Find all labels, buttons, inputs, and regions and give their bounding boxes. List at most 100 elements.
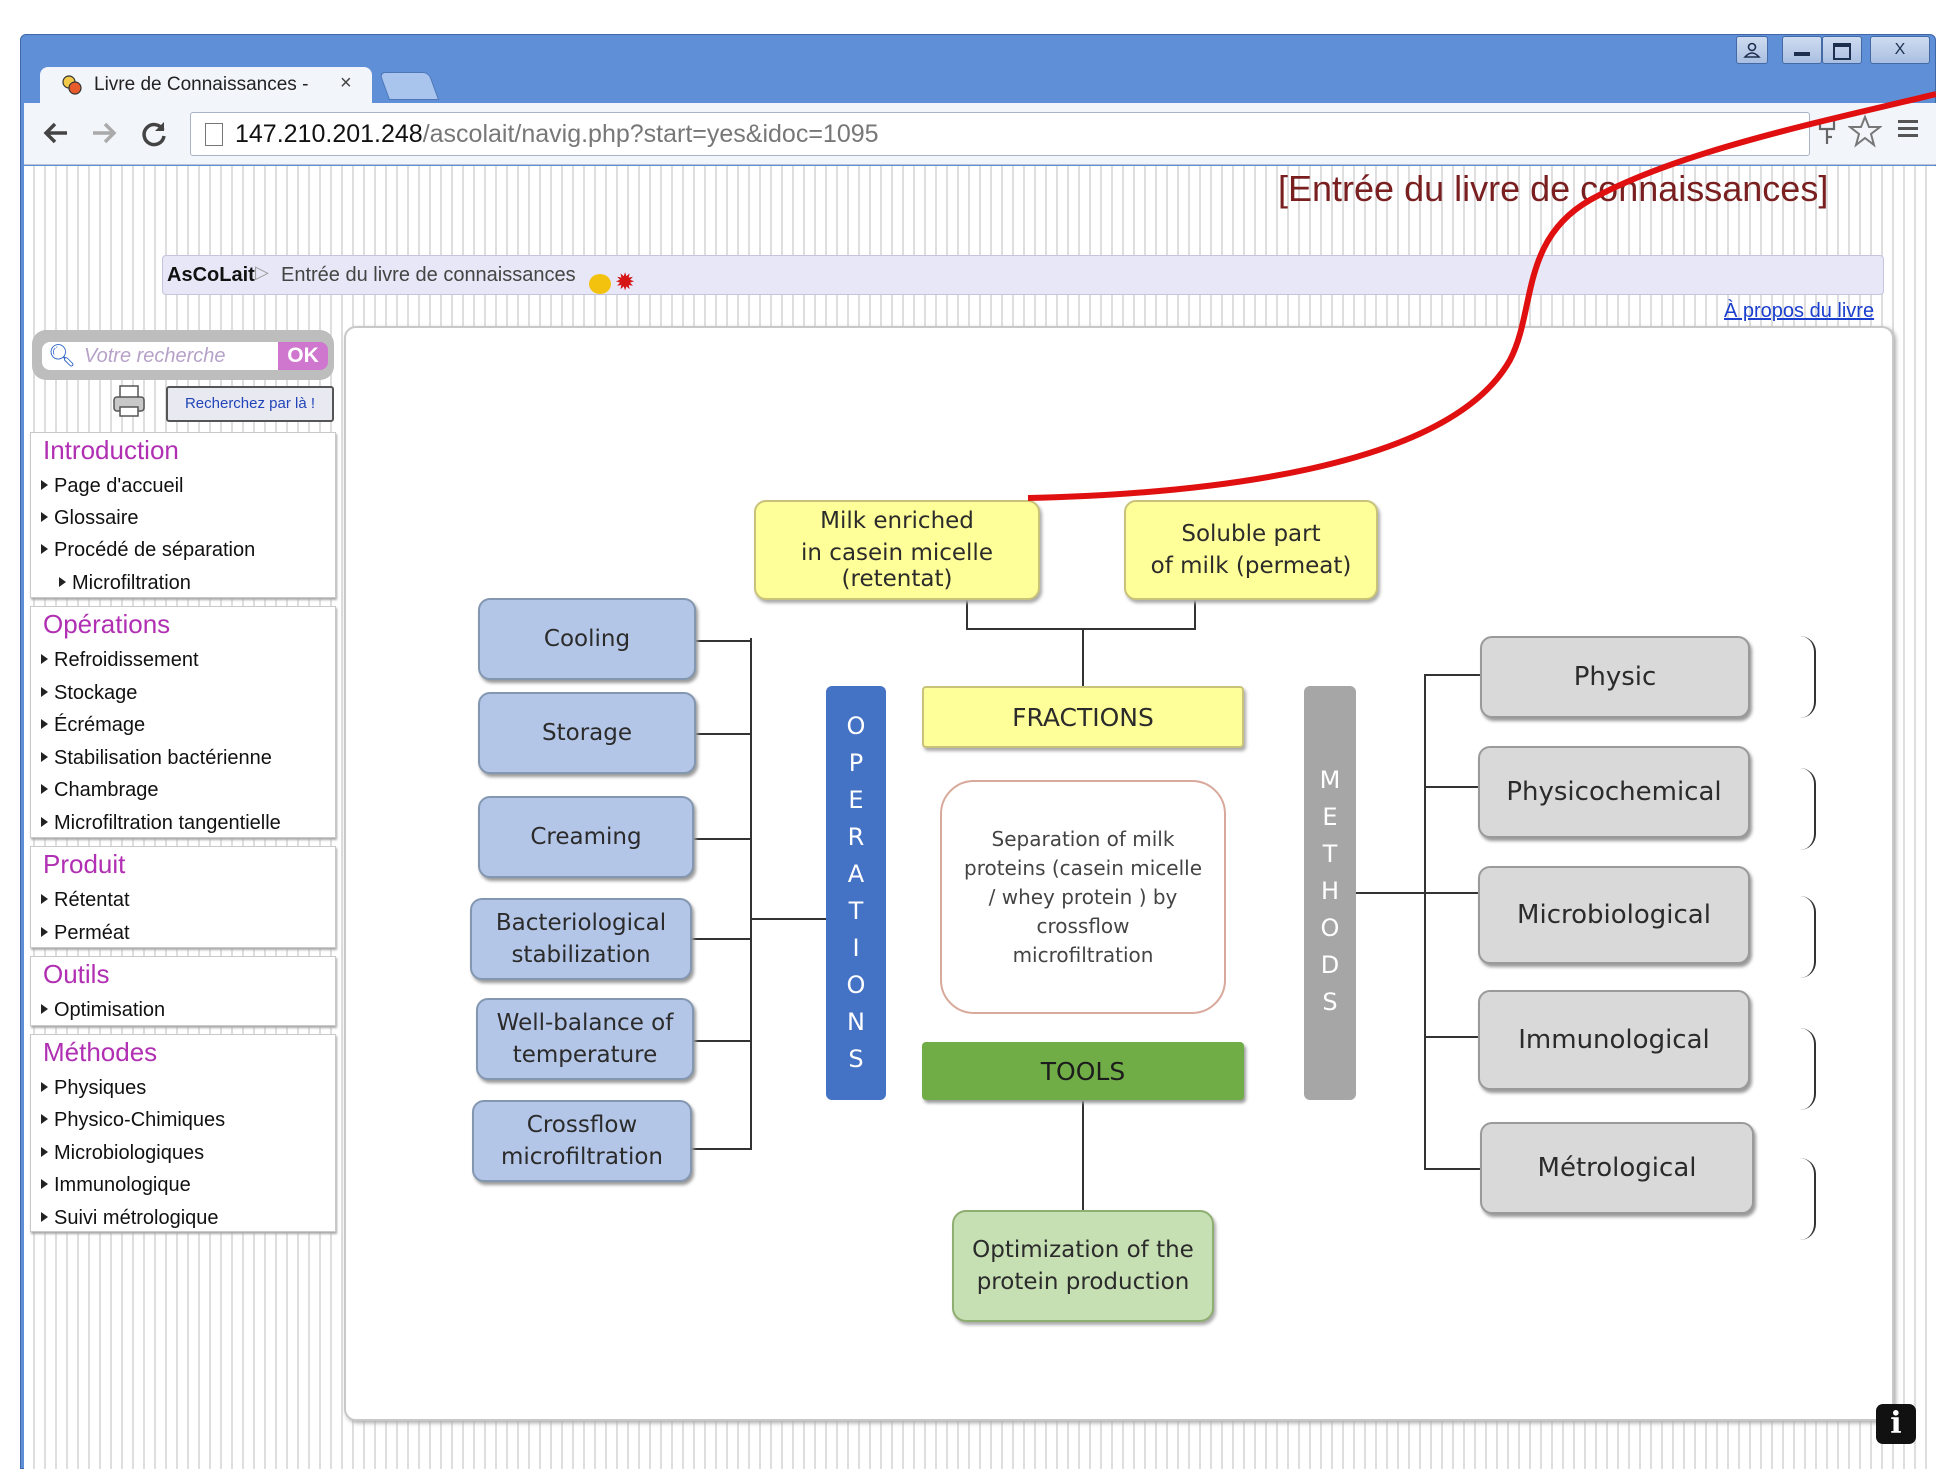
operation-box-cooling[interactable]: Cooling (478, 598, 696, 680)
nav-item[interactable]: Immunologique (41, 1174, 191, 1197)
connector-line (694, 733, 752, 735)
heart-icon[interactable] (589, 274, 611, 294)
nav-item[interactable]: Stockage (41, 682, 137, 705)
connector-line (1424, 1036, 1480, 1038)
breadcrumb-current: Entrée du livre de connaissances (281, 264, 576, 286)
connector-line (750, 638, 752, 1150)
connector-line (694, 640, 752, 642)
close-window-button[interactable]: X (1870, 36, 1930, 64)
connector-line (690, 938, 752, 940)
bracket-mark (1800, 768, 1816, 850)
connector-line (966, 598, 968, 630)
connector-line (694, 1040, 752, 1042)
favicon-icon (62, 75, 82, 95)
bracket-mark (1800, 1028, 1816, 1110)
search-widget: 🔍︎ Votre recherche OK (32, 330, 334, 380)
forward-button[interactable] (84, 112, 124, 154)
nav-item[interactable]: Optimisation (41, 999, 165, 1022)
bracket-mark (1800, 1158, 1816, 1240)
nav-item[interactable]: Microfiltration tangentielle (41, 812, 281, 835)
nav-item[interactable]: Chambrage (41, 779, 159, 802)
nav-item[interactable]: Page d'accueil (41, 475, 183, 498)
tab-title: Livre de Connaissances - (94, 74, 309, 95)
nav-section-title[interactable]: Méthodes (43, 1037, 158, 1067)
connector-line (1356, 892, 1426, 894)
nav-item[interactable]: Écrémage (41, 714, 145, 737)
breadcrumb-root[interactable]: AsCoLait (167, 264, 255, 286)
nav-item[interactable]: Glossaire (41, 507, 138, 530)
close-icon: X (1894, 41, 1906, 58)
connector-line (1424, 892, 1480, 894)
connector-line (694, 838, 752, 840)
printer-icon[interactable] (112, 384, 146, 418)
minimize-icon[interactable] (1782, 36, 1822, 64)
connector-line (1424, 786, 1480, 788)
maximize-icon[interactable] (1822, 36, 1862, 64)
reload-button[interactable] (134, 112, 174, 154)
connector-line (1424, 674, 1426, 1170)
nav-section-title[interactable]: Produit (43, 849, 126, 879)
breadcrumb-separator-icon: ▷ (255, 262, 269, 282)
url-path: /ascolait/navig.php?start=yes&idoc=1095 (422, 120, 879, 148)
connector-line (1424, 674, 1480, 676)
method-box-metrological[interactable]: Métrological (1480, 1122, 1754, 1214)
search-input[interactable]: 🔍︎ Votre recherche OK (42, 342, 328, 370)
nav-item[interactable]: Microbiologiques (41, 1142, 204, 1165)
user-icon[interactable] (1736, 36, 1768, 64)
advanced-search-button[interactable]: Recherchez par là ! (166, 386, 334, 422)
nav-item[interactable]: Procédé de séparation (41, 539, 255, 562)
nav-item[interactable]: Stabilisation bactérienne (41, 747, 272, 770)
url-host: 147.210.201.248 (235, 120, 423, 148)
connector-line (690, 1148, 752, 1150)
nav-item[interactable]: Physico-Chimiques (41, 1109, 225, 1132)
nav-item[interactable]: Physiques (41, 1077, 146, 1100)
back-button[interactable] (36, 112, 76, 154)
method-box-microbiological[interactable]: Microbiological (1478, 866, 1750, 964)
search-icon: 🔍︎ (48, 343, 76, 368)
nav-item[interactable]: Rétentat (41, 889, 130, 912)
operation-box-creaming[interactable]: Creaming (478, 796, 694, 878)
method-box-immunological[interactable]: Immunological (1478, 990, 1750, 1090)
connector-line (1424, 1168, 1480, 1170)
info-icon[interactable]: i (1876, 1404, 1916, 1444)
center-description-box: Separation of milk proteins (casein mice… (940, 780, 1226, 1014)
nav-section-methodes: Méthodes Physiques Physico-Chimiques Mic… (30, 1034, 336, 1232)
connector-line (1082, 1098, 1084, 1212)
nav-section-introduction: Introduction Page d'accueil Glossaire Pr… (30, 432, 336, 598)
connector-line (1082, 628, 1084, 688)
browser-tab[interactable]: Livre de Connaissances - × (40, 67, 372, 103)
bracket-mark (1800, 896, 1816, 978)
connector-line (1194, 598, 1196, 630)
search-placeholder: Votre recherche (84, 345, 226, 367)
fractions-box[interactable]: FRACTIONS (922, 686, 1244, 748)
nav-item[interactable]: Suivi métrologique (41, 1207, 219, 1230)
connector-line (750, 918, 828, 920)
nav-section-outils: Outils Optimisation (30, 956, 336, 1026)
nav-section-title[interactable]: Introduction (43, 435, 179, 465)
method-box-physicochemical[interactable]: Physicochemical (1478, 746, 1750, 838)
nav-section-operations: Opérations Refroidissement Stockage Écré… (30, 606, 336, 838)
nav-section-title[interactable]: Outils (43, 959, 110, 989)
nav-section-title[interactable]: Opérations (43, 609, 171, 639)
nav-item[interactable]: Refroidissement (41, 649, 199, 672)
bracket-mark (1800, 636, 1816, 718)
nav-subitem[interactable]: Microfiltration (59, 572, 191, 595)
method-box-physic[interactable]: Physic (1480, 636, 1750, 718)
search-ok-button[interactable]: OK (278, 342, 328, 370)
nav-item[interactable]: Perméat (41, 922, 130, 945)
tab-close-icon[interactable]: × (340, 72, 352, 94)
operation-box-storage[interactable]: Storage (478, 692, 696, 774)
connector-line (966, 628, 1196, 630)
gear-icon[interactable]: ✹ (615, 269, 636, 296)
tools-box[interactable]: TOOLS (922, 1042, 1244, 1100)
nav-section-produit: Produit Rétentat Perméat (30, 846, 336, 948)
